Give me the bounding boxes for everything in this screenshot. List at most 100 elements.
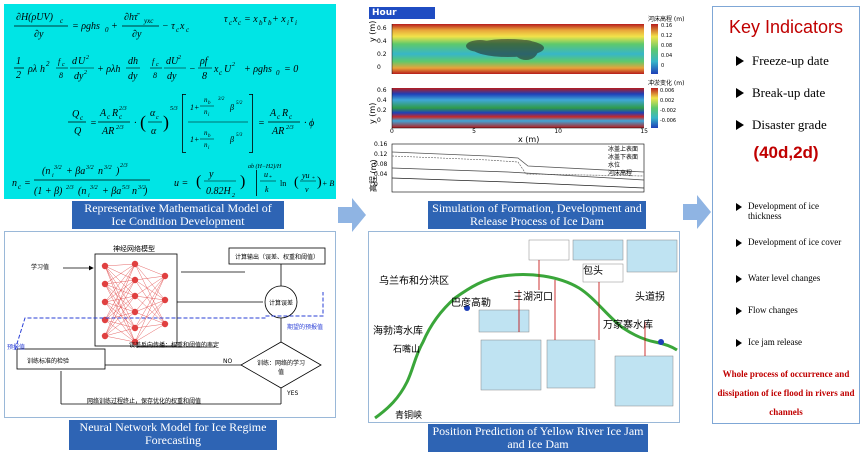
svg-text:ρλ: ρλ <box>27 64 38 75</box>
nn-check: 训练标准的检验 <box>27 358 70 365</box>
svg-text:f: f <box>152 57 156 66</box>
arrow-bullet-icon <box>736 120 744 130</box>
svg-text:): ) <box>317 175 322 190</box>
svg-text:c: c <box>156 115 159 121</box>
svg-text:c: c <box>80 114 84 122</box>
svg-text:τ: τ <box>263 14 267 25</box>
legend-line-item: 水位 <box>608 162 621 169</box>
svg-text:dy: dy <box>167 71 177 82</box>
svg-text:): ) <box>163 112 169 133</box>
svg-text:2: 2 <box>46 60 50 68</box>
svg-text:c: c <box>107 113 111 121</box>
svg-text:A: A <box>269 108 277 119</box>
indicator-label: Water level changes <box>748 273 821 283</box>
svg-text:+ x: + x <box>272 14 286 25</box>
tick-label: 0.4 <box>377 38 387 45</box>
svg-text:dU: dU <box>166 56 179 67</box>
svg-text:(: ( <box>294 175 299 190</box>
svg-text:i: i <box>287 19 289 27</box>
simulation-plots <box>391 24 658 193</box>
svg-text:0: 0 <box>276 69 280 77</box>
svg-text:Q: Q <box>72 109 80 120</box>
tick-label: 0.12 <box>374 151 388 158</box>
svg-text:b: b <box>208 101 211 106</box>
nn-backprop: 误差反向传播：权重和阈值的率定 <box>129 342 220 349</box>
tick-label: 0.08 <box>374 161 388 168</box>
svg-text:3/2: 3/2 <box>53 165 62 171</box>
tick-label: 0.08 <box>661 43 673 49</box>
svg-text:5/3: 5/3 <box>236 133 243 138</box>
svg-text:n: n <box>132 186 137 197</box>
place-label: 三湖河口 <box>513 292 553 303</box>
svg-text:y: y <box>208 169 214 180</box>
svg-text:*: * <box>269 176 272 181</box>
svg-text:i: i <box>52 173 54 179</box>
tick-label: 0.006 <box>660 88 675 94</box>
svg-text:A: A <box>99 108 107 119</box>
svg-text:Q: Q <box>74 126 82 137</box>
nn-node <box>101 332 109 340</box>
svg-text:8: 8 <box>153 71 157 80</box>
svg-text:−: − <box>189 64 196 75</box>
key-indicators-title: Key Indicators <box>728 17 844 37</box>
tick-label: 0.4 <box>377 97 387 104</box>
tick-label: 0.04 <box>661 53 673 59</box>
svg-text:+ ρghs: + ρghs <box>244 64 272 75</box>
svg-text:3/2: 3/2 <box>137 185 146 191</box>
indicator-subitem: Development of ice cover <box>736 237 846 247</box>
tick-label: 0 <box>377 117 381 124</box>
nn-learn-value: 学习值 <box>31 264 50 271</box>
indicator-subitem: Ice jam release <box>736 337 846 347</box>
svg-text:3/2: 3/2 <box>85 165 94 171</box>
svg-text:+: + <box>111 21 118 32</box>
svg-text:β: β <box>229 135 234 144</box>
svg-text:+ βa: + βa <box>66 166 85 177</box>
nn-node <box>101 280 109 288</box>
map-caption: Position Prediction of Yellow River Ice … <box>428 424 648 452</box>
svg-text:d: d <box>72 56 78 67</box>
svg-text:= 0: = 0 <box>284 64 298 75</box>
highlight-value: (40d,2d) <box>753 143 819 162</box>
svg-text:3/2: 3/2 <box>218 97 225 102</box>
tick-label: 15 <box>640 128 648 135</box>
svg-text:·: · <box>134 118 137 129</box>
tick-label: 0 <box>377 64 381 71</box>
svg-text:= x: = x <box>244 14 258 25</box>
svg-text:c: c <box>229 19 233 27</box>
place-label: 万家寨水库 <box>603 320 653 331</box>
nn-save: 网络训练过程终止，保存优化的权重和阈值 <box>87 398 202 405</box>
svg-text:U: U <box>78 56 86 67</box>
neural-network-diagram <box>14 247 326 405</box>
nn-node <box>131 276 139 284</box>
svg-text:u: u <box>264 170 268 179</box>
arrow-bullet-icon <box>736 339 742 347</box>
indicator-label: Development of ice cover <box>748 237 842 247</box>
place-label: 青铜峡 <box>395 411 423 421</box>
svg-text:1+: 1+ <box>190 135 199 144</box>
svg-text:): ) <box>115 166 120 177</box>
equations-caption: Representative Mathematical Model of Ice… <box>72 201 284 229</box>
indicator-item: Disaster grade <box>736 117 827 133</box>
tick-label: 0 <box>374 181 378 188</box>
svg-text:2: 2 <box>86 55 89 61</box>
y-axis-label-mid: y (m) <box>368 102 377 124</box>
nn-node <box>131 292 139 300</box>
simulation-panel: Hour 0:00:02 <box>368 6 684 201</box>
nn-node <box>101 262 109 270</box>
svg-text:u =: u = <box>174 178 188 189</box>
footer-text: Whole process of occurrence and dissipat… <box>717 369 855 417</box>
svg-text:i: i <box>295 19 297 27</box>
svg-text:R: R <box>111 108 118 119</box>
svg-text:ln: ln <box>280 179 286 188</box>
svg-text:β: β <box>229 103 234 112</box>
legend-line-item: 冰盖上表面 <box>608 146 639 153</box>
svg-text:2: 2 <box>232 193 235 199</box>
svg-text:∂y: ∂y <box>34 29 44 40</box>
river-map <box>374 239 678 420</box>
svg-text:2/3: 2/3 <box>120 163 128 169</box>
svg-text:x: x <box>179 21 185 32</box>
svg-text:2/3: 2/3 <box>116 125 124 131</box>
svg-text:i: i <box>208 113 210 118</box>
tick-label: 0 <box>390 128 394 135</box>
svg-text:2/3: 2/3 <box>119 106 127 112</box>
